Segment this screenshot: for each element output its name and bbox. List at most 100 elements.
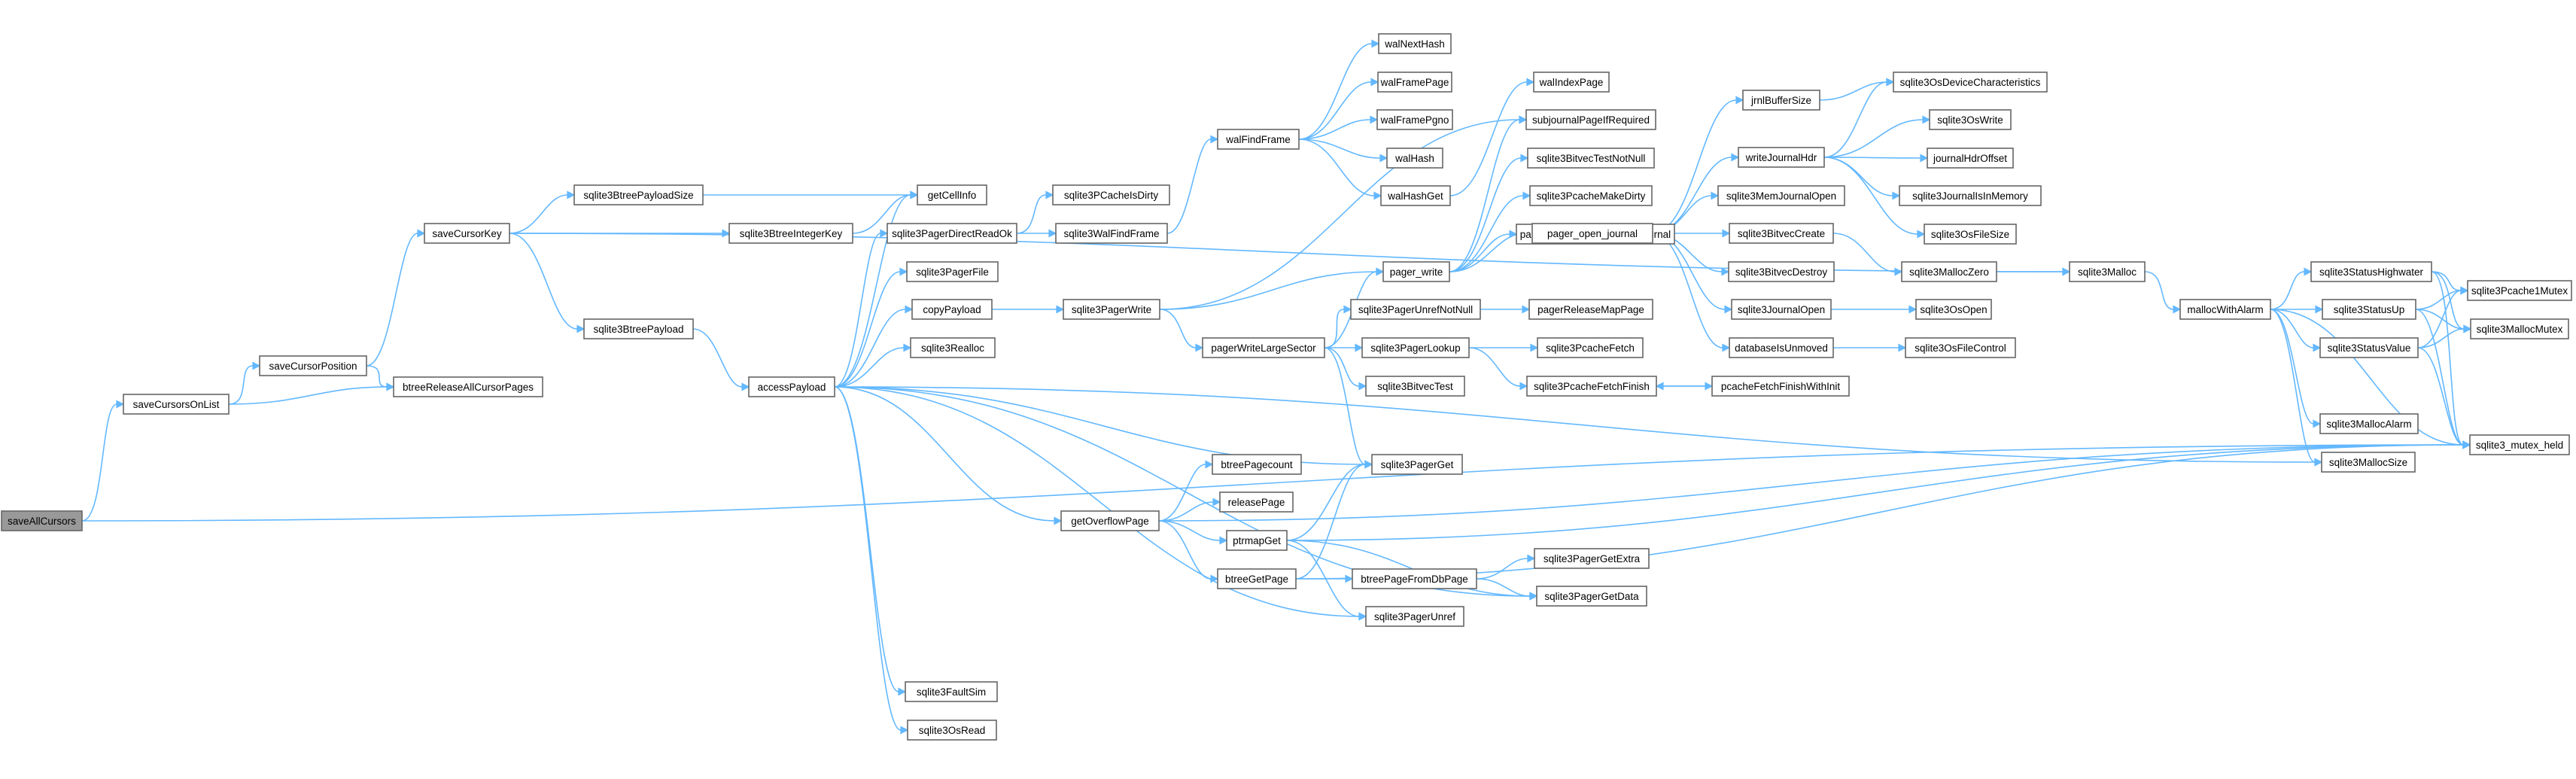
node-box[interactable] <box>1525 109 1656 130</box>
node-box[interactable] <box>1537 337 1644 358</box>
node-sqlite3osopen[interactable]: sqlite3OsOpen <box>1915 299 1992 320</box>
node-sqlite3pagerdirectreadok[interactable]: sqlite3PagerDirectReadOk <box>887 223 1017 244</box>
node-box[interactable] <box>1927 148 2014 169</box>
node-sqlite3pcachefetchfinish[interactable]: sqlite3PcacheFetchFinish <box>1526 376 1657 397</box>
node-box[interactable] <box>910 337 996 358</box>
node-box[interactable] <box>1905 337 2016 358</box>
node-pagerwritelargesector[interactable]: pagerWriteLargeSector <box>1202 337 1325 358</box>
node-sqlite3pagerunrefnotnull[interactable]: sqlite3PagerUnrefNotNull <box>1350 299 1481 320</box>
node-sqlite3bitvectestnotnull[interactable]: sqlite3BitvecTestNotNull <box>1527 148 1655 169</box>
node-sqlite3pagerget[interactable]: sqlite3PagerGet <box>1371 454 1463 475</box>
node-sqlite3bitvecdestroy[interactable]: sqlite3BitvecDestroy <box>1728 261 1835 282</box>
node-sqlite3pagerwrite[interactable]: sqlite3PagerWrite <box>1063 299 1160 320</box>
node-box[interactable] <box>1728 261 1835 282</box>
node-box[interactable] <box>1729 337 1834 358</box>
node-box[interactable] <box>1202 337 1325 358</box>
node-sqlite3mallocmutex[interactable]: sqlite3MallocMutex <box>2470 318 2569 339</box>
node-box[interactable] <box>573 184 704 205</box>
node-box[interactable] <box>1380 185 1451 206</box>
node-sqlite3realloc[interactable]: sqlite3Realloc <box>910 337 996 358</box>
node-box[interactable] <box>1055 223 1168 244</box>
node-sqlite3pagerunref[interactable]: sqlite3PagerUnref <box>1365 606 1464 627</box>
node-walframepage[interactable]: walFramePage <box>1377 72 1452 93</box>
node-sqlite3mallocsize[interactable]: sqlite3MallocSize <box>2321 452 2416 473</box>
node-sqlite3btreepayload[interactable]: sqlite3BtreePayload <box>583 318 694 339</box>
node-savecursorposition[interactable]: saveCursorPosition <box>259 355 367 376</box>
node-box[interactable] <box>1711 376 1850 397</box>
node-box[interactable] <box>1534 548 1650 569</box>
node-box[interactable] <box>1899 185 2042 206</box>
node-box[interactable] <box>1212 454 1302 475</box>
node-sqlite3bitvectest[interactable]: sqlite3BitvecTest <box>1365 376 1465 397</box>
node-releasepage[interactable]: releasePage <box>1219 491 1294 513</box>
node-accesspayload[interactable]: accessPayload <box>748 376 835 397</box>
node-sqlite3osdevicecharacteristics[interactable]: sqlite3OsDeviceCharacteristics <box>1893 72 2048 93</box>
node-btreegetpage[interactable]: btreeGetPage <box>1217 568 1297 589</box>
node-walindexpage[interactable]: walIndexPage <box>1533 72 1610 93</box>
node-box[interactable] <box>1738 147 1825 168</box>
node-mallocwithalarm[interactable]: mallocWithAlarm <box>2179 299 2271 320</box>
node-box[interactable] <box>905 681 998 702</box>
node-sqlite3osfilesize[interactable]: sqlite3OsFileSize <box>1924 224 2017 245</box>
node-box[interactable] <box>2321 452 2416 473</box>
node-pager-open-journal[interactable]: pager_open_journal <box>1531 223 1653 244</box>
node-box[interactable] <box>1226 530 1288 551</box>
node-sqlite3journalopen[interactable]: sqlite3JournalOpen <box>1731 299 1832 320</box>
node-sqlite3pagerfile[interactable]: sqlite3PagerFile <box>906 261 999 282</box>
node-box[interactable] <box>1365 606 1464 627</box>
node-box[interactable] <box>1731 299 1832 320</box>
node-walhash[interactable]: walHash <box>1386 148 1443 169</box>
node-sqlite3malloczero[interactable]: sqlite3MallocZero <box>1901 261 1997 282</box>
node-box[interactable] <box>393 376 543 397</box>
node-sqlite3pcachemakedirty[interactable]: sqlite3PcacheMakeDirty <box>1529 185 1653 206</box>
node-box[interactable] <box>748 376 835 397</box>
node-box[interactable] <box>906 261 999 282</box>
node-sqlite3memjournalopen[interactable]: sqlite3MemJournalOpen <box>1717 185 1845 206</box>
node-copypayload[interactable]: copyPayload <box>911 299 993 320</box>
node-sqlite3pcachefetch[interactable]: sqlite3PcacheFetch <box>1537 337 1644 358</box>
node-box[interactable] <box>1052 184 1170 205</box>
node-box[interactable] <box>1742 90 1820 111</box>
node-journalhdroffset[interactable]: journalHdrOffset <box>1927 148 2014 169</box>
node-box[interactable] <box>1531 223 1653 244</box>
node-sqlite3statushighwater[interactable]: sqlite3StatusHighwater <box>2310 261 2432 282</box>
node-box[interactable] <box>1 510 83 531</box>
node-box[interactable] <box>2319 337 2419 358</box>
node-box[interactable] <box>1527 148 1655 169</box>
node-box[interactable] <box>1371 454 1463 475</box>
node-btreereleaseallcursorpages[interactable]: btreeReleaseAllCursorPages <box>393 376 543 397</box>
node-savecursorsonlist[interactable]: saveCursorsOnList <box>123 394 230 415</box>
node-box[interactable] <box>2467 280 2572 301</box>
node-sqlite3pcache1mutex[interactable]: sqlite3Pcache1Mutex <box>2467 280 2572 301</box>
node-box[interactable] <box>1063 299 1160 320</box>
node-btreepagecount[interactable]: btreePagecount <box>1212 454 1302 475</box>
node-box[interactable] <box>2322 299 2416 320</box>
node-savecursorkey[interactable]: saveCursorKey <box>424 223 510 244</box>
node-walframepgno[interactable]: walFramePgno <box>1376 109 1453 130</box>
node-sqlite3bitveccreate[interactable]: sqlite3BitvecCreate <box>1729 223 1834 244</box>
node-jrnlbuffersize[interactable]: jrnlBufferSize <box>1742 90 1820 111</box>
node-box[interactable] <box>123 394 230 415</box>
node-box[interactable] <box>1528 299 1653 320</box>
node-sqlite3mallocalarm[interactable]: sqlite3MallocAlarm <box>2319 413 2419 434</box>
node-box[interactable] <box>1529 185 1653 206</box>
node-sqlite3osfilecontrol[interactable]: sqlite3OsFileControl <box>1905 337 2016 358</box>
node-sqlite3journalisinmemory[interactable]: sqlite3JournalIsInMemory <box>1899 185 2042 206</box>
node-sqlite3malloc[interactable]: sqlite3Malloc <box>2069 261 2146 282</box>
node-sqlite3pagerlookup[interactable]: sqlite3PagerLookup <box>1361 337 1470 358</box>
node-box[interactable] <box>1901 261 1997 282</box>
node-box[interactable] <box>1217 129 1300 150</box>
node-sqlite3btreeintegerkey[interactable]: sqlite3BtreeIntegerKey <box>728 223 853 244</box>
node-box[interactable] <box>1382 261 1450 282</box>
node-box[interactable] <box>1378 33 1452 54</box>
node-box[interactable] <box>1729 223 1834 244</box>
node-saveallcursors[interactable]: saveAllCursors <box>1 510 83 531</box>
node-sqlite3statusup[interactable]: sqlite3StatusUp <box>2322 299 2416 320</box>
node-getoverflowpage[interactable]: getOverflowPage <box>1060 510 1160 531</box>
node-box[interactable] <box>2469 434 2570 455</box>
node-sqlite3walfindframe[interactable]: sqlite3WalFindFrame <box>1055 223 1168 244</box>
node-box[interactable] <box>1350 299 1481 320</box>
node-box[interactable] <box>1376 109 1453 130</box>
node-sqlite3-mutex-held[interactable]: sqlite3_mutex_held <box>2469 434 2570 455</box>
node-box[interactable] <box>424 223 510 244</box>
